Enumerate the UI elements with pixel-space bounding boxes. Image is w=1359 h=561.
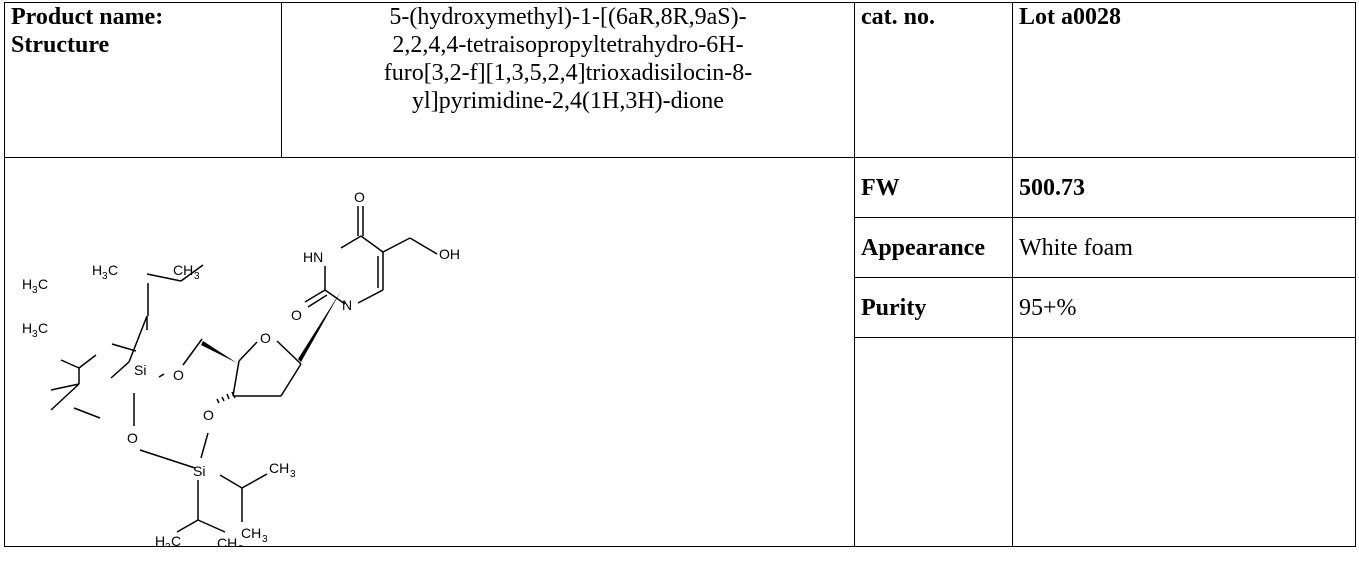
label-o-ring: O [260, 330, 271, 346]
product-name-line: 5-(hydroxymethyl)-1-[(6aR,8R,9aS)- [389, 4, 747, 30]
wedge-bond [201, 341, 237, 363]
svg-text:CH: CH [241, 525, 261, 541]
label-ch3-top: CH 3 [173, 262, 200, 282]
svg-text:3: 3 [165, 542, 171, 547]
product-name-cell: 5-(hydroxymethyl)-1-[(6aR,8R,9aS)- 2,2,4… [281, 2, 855, 158]
label-ch3-bottom-right: CH 3 [241, 525, 268, 545]
hash-bond [216, 391, 236, 404]
product-name-line: yl]pyrimidine-2,4(1H,3H)-dione [412, 88, 724, 114]
label-ch3-bottom: CH 3 [217, 535, 244, 547]
svg-text:H: H [92, 262, 102, 278]
fw-value: 500.73 [1012, 157, 1356, 218]
svg-text:H: H [155, 533, 165, 547]
svg-text:CH: CH [269, 460, 289, 476]
svg-text:3: 3 [102, 271, 108, 282]
label-h3c-left-lower: H 3 C [22, 320, 48, 340]
label-h3c-left-upper: H 3 C [22, 276, 48, 296]
label-n1: N [342, 297, 352, 313]
label-h3c-bottom: H 3 C [155, 533, 181, 547]
fw-row: O HN OH O N O Si O O O Si H 3 C [4, 157, 1356, 547]
structure-bonds [50, 206, 438, 533]
purity-value: 95+% [1012, 277, 1356, 338]
product-name-label: Product name: [11, 4, 164, 30]
cat-no-label: cat. no. [854, 2, 1013, 158]
label-o-c2: O [291, 307, 302, 323]
label-si-upper: Si [134, 362, 146, 378]
fw-label: FW [854, 157, 1013, 218]
appearance-label: Appearance [854, 217, 1013, 278]
svg-text:C: C [171, 533, 181, 547]
purity-label: Purity [854, 277, 1013, 338]
product-name-line: 2,2,4,4-tetraisopropyltetrahydro-6H- [392, 32, 744, 58]
purity-row: Purity 95+% [5, 277, 1356, 338]
blank-value-cell [1012, 337, 1356, 547]
chemical-structure: O HN OH O N O Si O O O Si H 3 C [22, 189, 460, 547]
product-name-line: furo[3,2-f][1,3,5,2,4]trioxadisilocin-8- [383, 60, 753, 86]
structure-cell: O HN OH O N O Si O O O Si H 3 C [4, 157, 855, 547]
blank-row [5, 337, 1356, 547]
svg-text:C: C [108, 262, 118, 278]
appearance-row: Appearance White foam [5, 217, 1356, 278]
appearance-value: White foam [1012, 217, 1356, 278]
svg-text:3: 3 [290, 469, 296, 480]
svg-text:H: H [22, 276, 32, 292]
label-ch3-right: CH 3 [269, 460, 296, 480]
svg-text:C: C [38, 320, 48, 336]
label-o-lower-ring: O [203, 407, 214, 423]
wedge-bond [298, 291, 341, 362]
svg-text:3: 3 [238, 544, 244, 547]
label-si-lower: Si [193, 463, 205, 479]
label-o-top: O [354, 189, 365, 205]
cat-no-value: Lot a0028 [1012, 2, 1356, 158]
label-h3c-top: H 3 C [92, 262, 118, 282]
blank-label-cell [854, 337, 1013, 547]
product-spec-sheet: Product name: Structure 5-(hydroxymethyl… [4, 2, 1356, 561]
spec-table: Product name: Structure 5-(hydroxymethyl… [4, 2, 1356, 547]
structure-label: Structure [11, 32, 110, 58]
svg-text:3: 3 [262, 534, 268, 545]
label-o-upper: O [173, 367, 184, 383]
label-hn: HN [303, 249, 323, 265]
header-row: Product name: Structure 5-(hydroxymethyl… [4, 2, 1356, 158]
svg-text:CH: CH [173, 262, 193, 278]
svg-text:3: 3 [32, 329, 38, 340]
label-o-bridge: O [127, 430, 138, 446]
svg-text:3: 3 [194, 271, 200, 282]
svg-text:CH: CH [217, 535, 237, 547]
svg-text:H: H [22, 320, 32, 336]
label-cell: Product name: Structure [4, 2, 282, 158]
svg-text:3: 3 [32, 285, 38, 296]
svg-text:C: C [38, 276, 48, 292]
label-oh: OH [439, 246, 460, 262]
